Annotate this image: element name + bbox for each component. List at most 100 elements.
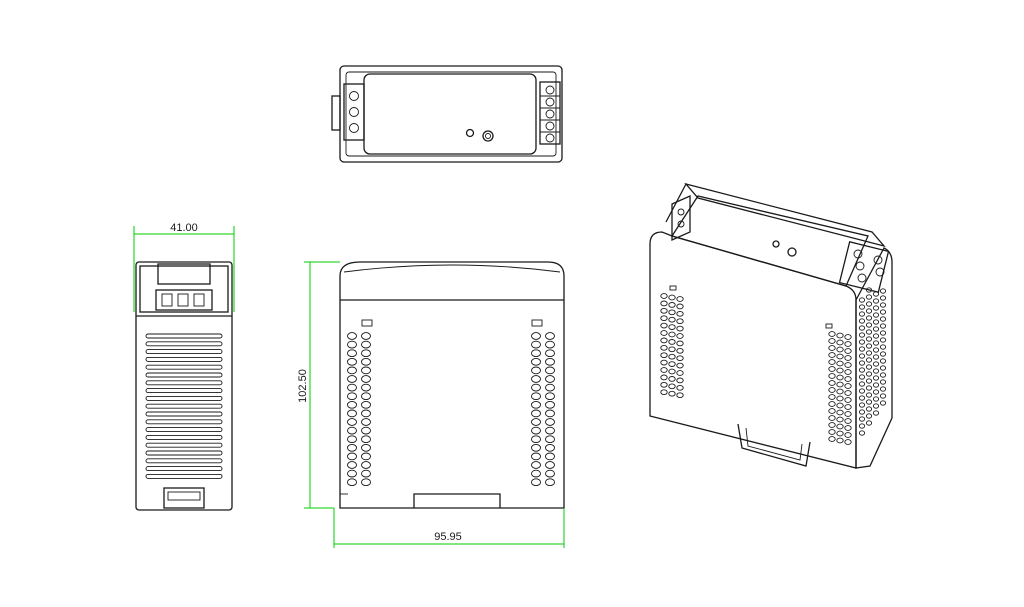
vent-hole [836,381,844,388]
dimension-width-side: 41.00 [133,222,235,312]
vent-hole [865,420,873,426]
vent-hole [872,333,880,339]
vent-hole [531,478,541,487]
vent-hole [545,443,555,452]
vent-hole [347,366,357,375]
dimension-label-height-front: 102.50 [297,369,309,403]
vent-hole [531,443,541,452]
front-view [339,261,565,509]
dimension-width-front: 95.95 [333,508,565,548]
vent-hole [668,376,676,382]
vent-hole [865,308,873,314]
vent-hole [872,410,880,416]
vent-hole [361,469,371,478]
vent-hole [865,301,873,307]
vent-hole [545,392,555,401]
vent-hole [836,430,844,437]
vent-slot [145,356,223,362]
vent-hole [836,388,844,395]
vent-hole [836,360,844,367]
vent-hole [668,368,676,375]
vent-hole [347,452,357,461]
vent-hole [545,435,555,444]
vent-slot [145,403,223,409]
vent-hole [668,346,676,353]
vent-hole [828,429,836,435]
vent-hole [858,311,866,317]
vent-hole [844,418,852,424]
vent-hole [872,298,880,304]
vent-hole [858,402,866,408]
vent-hole [858,325,866,331]
vent-hole [844,362,852,368]
vent-hole [361,452,371,461]
vent-hole [660,337,668,344]
vent-hole [865,357,873,363]
vent-hole [361,349,371,358]
vent-hole [347,426,357,435]
vent-hole [858,339,866,345]
vent-hole [879,358,887,364]
vent-hole [347,461,357,469]
vent-hole [361,435,371,444]
vent-hole [660,330,668,336]
vent-hole [865,294,873,300]
vent-hole [660,352,668,359]
vent-hole [858,318,866,324]
vent-hole [531,357,541,366]
vent-hole [858,430,866,436]
vent-hole [531,418,541,426]
vent-slot [145,372,223,378]
vent-hole [545,461,555,469]
vent-hole [828,359,836,365]
vent-hole [668,294,676,301]
vent-hole [844,397,852,403]
vent-hole [836,409,844,416]
vent-hole [545,349,555,358]
vent-hole [545,366,555,375]
vent-slot [145,458,223,464]
vent-hole [865,322,873,328]
vent-hole [844,383,852,389]
vent-hole [858,304,866,310]
vent-hole [879,288,887,294]
vent-hole [531,375,541,383]
vent-hole [844,439,852,445]
vent-hole [531,366,541,375]
vent-hole [347,383,357,392]
vent-hole [660,293,668,299]
vent-hole [361,383,371,392]
vent-hole [865,315,873,321]
vent-hole [531,426,541,435]
vent-hole [844,425,852,431]
vent-hole [879,365,887,371]
vent-hole [347,409,357,418]
vent-hole [347,392,357,401]
vent-slot [145,395,223,401]
vent-hole [531,400,541,409]
vent-hole [545,375,555,383]
vent-slot [145,341,223,347]
vent-hole [865,336,873,342]
vent-hole [828,380,836,386]
vent-hole [858,346,866,352]
vent-hole [828,331,836,337]
vent-hole [865,406,873,412]
vent-hole [858,395,866,401]
vent-hole [676,355,684,362]
vent-hole [347,349,357,358]
vent-hole [879,337,887,343]
vent-hole [676,347,684,354]
vent-hole [531,452,541,461]
vent-hole [660,381,668,388]
vent-hole [347,332,357,340]
vent-hole [879,372,887,378]
vent-hole [361,400,371,409]
vent-hole [668,331,676,338]
vent-hole [545,357,555,366]
vent-hole [865,385,873,391]
side-view [135,261,233,511]
vent-slot [145,411,223,417]
vent-hole [872,291,880,297]
vent-hole [858,332,866,338]
